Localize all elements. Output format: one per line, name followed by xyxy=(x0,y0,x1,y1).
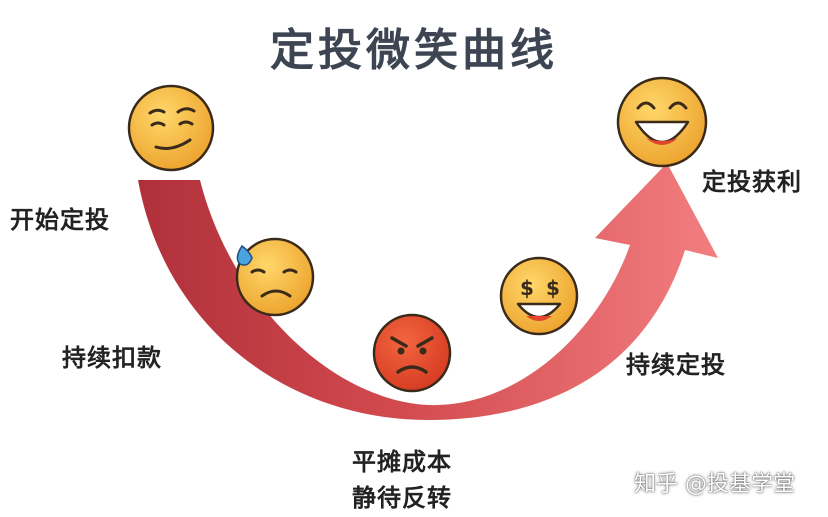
page-title: 定投微笑曲线 xyxy=(270,25,558,76)
sweat-emoji-icon xyxy=(235,237,315,317)
label-investing-profit: 定投获利 xyxy=(702,168,802,196)
angry-emoji-icon xyxy=(372,313,452,393)
label-bottom: 平摊成本 静待反转 xyxy=(352,444,452,516)
smile-arrow xyxy=(138,163,718,420)
smirk-emoji-icon xyxy=(127,84,215,172)
svg-text:$: $ xyxy=(546,276,560,300)
label-wait-reversal: 静待反转 xyxy=(352,484,452,512)
label-average-cost: 平摊成本 xyxy=(352,448,452,476)
label-keep-deducting: 持续扣款 xyxy=(62,344,162,372)
svg-text:$: $ xyxy=(520,276,534,300)
money-eyes-emoji-icon: $ $ xyxy=(499,256,579,336)
label-start-investing: 开始定投 xyxy=(10,206,110,234)
label-keep-investing: 持续定投 xyxy=(626,351,726,379)
watermark: 知乎 @投基学堂 xyxy=(634,472,795,497)
laughing-emoji-icon xyxy=(616,76,708,168)
